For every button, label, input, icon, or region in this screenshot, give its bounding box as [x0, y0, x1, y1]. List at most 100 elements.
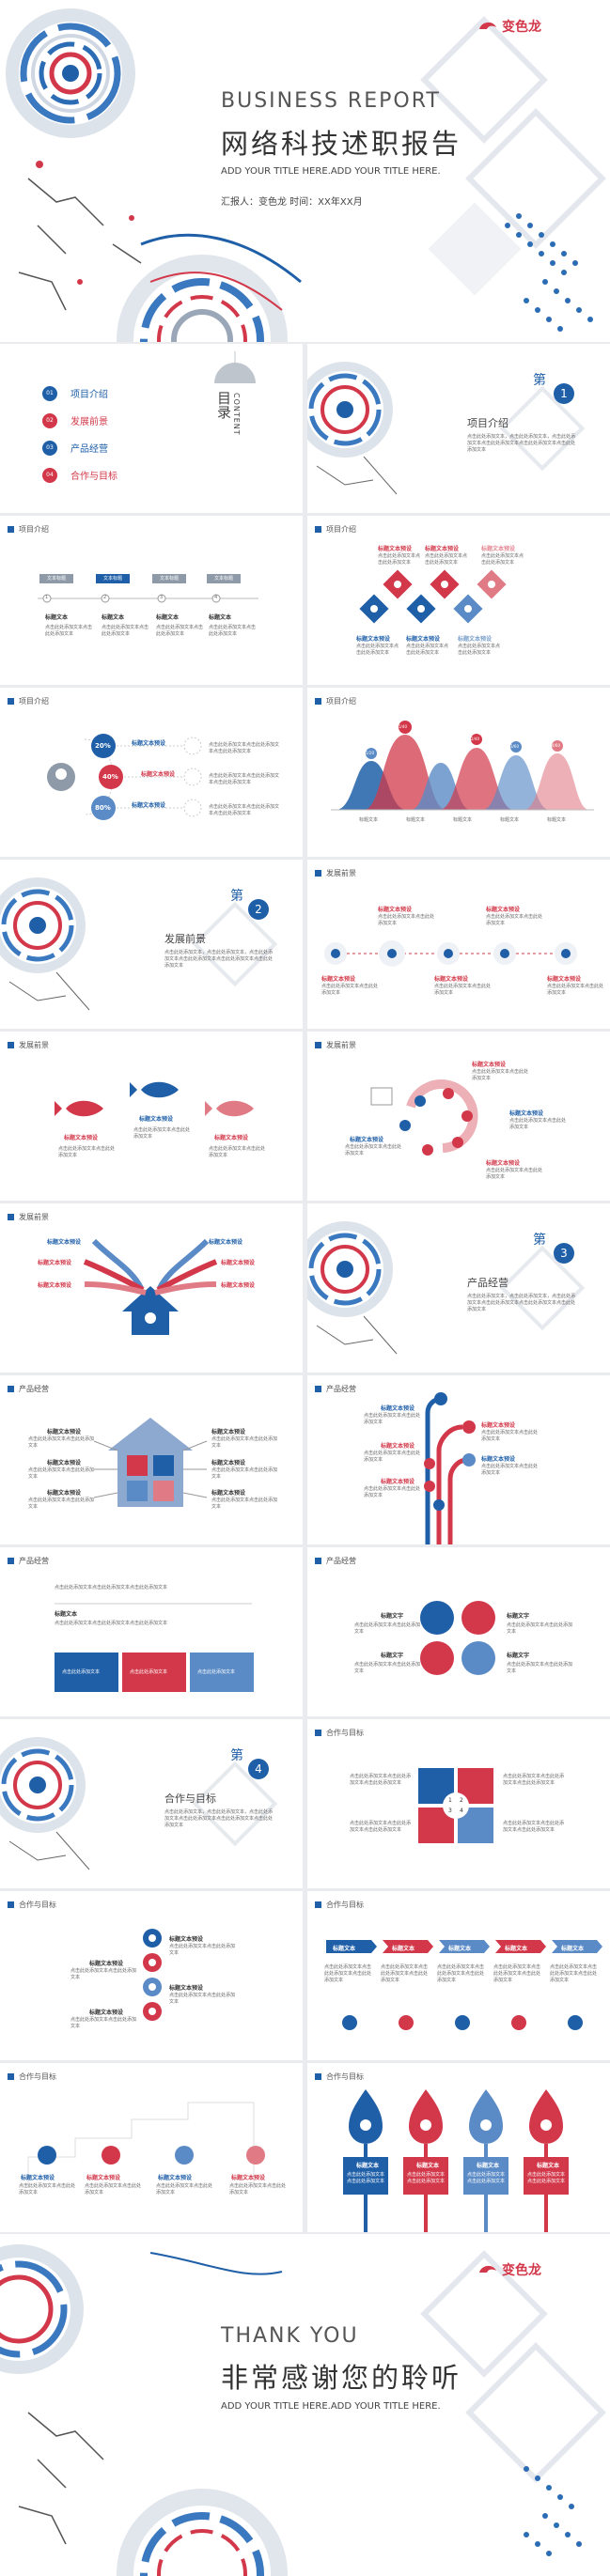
item-title: 标题文本预设 [211, 1490, 246, 1497]
item-title: 标题文本预设 [21, 2175, 55, 2181]
item-body: 点击此处添加文本点击此处添加文本 [507, 1662, 573, 1674]
item-title: 标题文本预设 [132, 740, 166, 747]
item-body: 点击此处添加文本点击此处添加文本 [70, 2017, 137, 2029]
item-title: 标题文本预设 [211, 1460, 246, 1466]
item-body: 点击此处添加文本点击此处添加文本 [507, 1622, 573, 1635]
item-title: 标题文本预设 [47, 1429, 82, 1435]
feature-box [122, 1653, 186, 1692]
logo-text: 变色龙 [502, 20, 541, 35]
header-square-icon [315, 1558, 321, 1564]
toc-num: 03 [42, 440, 57, 456]
banner-label: 标题文本 [333, 1946, 356, 1952]
item-body: 点击此处添加文本点击此处添加文本 [458, 644, 501, 656]
toc-title-en: CONTENT [232, 393, 241, 436]
item-body: 点击此处添加文本点击此处添加文本 [547, 984, 604, 996]
item-body: 点击此处添加文本点击此处添加文本 [378, 553, 421, 566]
cover-slide: 变色龙 BUSINESS REPORT 网络科技述职报告 ADD YOUR TI… [0, 0, 610, 342]
item-body: 点击此处添加文本点击此处添加文本点击此处添加文本 [209, 804, 280, 816]
item-body: 点击此处添加文本点击此处添加文本点击此处添加文本 [493, 1964, 541, 1983]
timeline-marker: 4 [214, 595, 218, 600]
arrows-slide: 发展前景 标题文本预设 标题文本预设 标题文本预设 标题文本预设 标题文本预设 … [0, 1203, 303, 1373]
item-title: 标题文本预设 [406, 636, 441, 643]
item-title: 标题文本 [102, 614, 125, 621]
chameleon-logo-icon [479, 22, 496, 29]
header-square-icon [315, 2073, 321, 2080]
item-body: 点击此处添加文本点击此处添加文本 [28, 1467, 95, 1480]
puzzle-num: 2 [460, 1797, 463, 1804]
item-body: 点击此处添加文本点击此处添加文本 [169, 1993, 236, 2005]
item-title: 标题文本预设 [231, 2175, 266, 2181]
section-3-slide: 第 3 产品经营 点击此处添加文本，点击此处添加文本，点击此处添加文本点击此处添… [307, 1203, 610, 1373]
hill-label: 标题文本 [547, 817, 567, 823]
item-body: 点击此处添加文本点击此处添加文本 [345, 1144, 402, 1156]
slide-header: 合作与目标 [8, 1900, 56, 1910]
circle-graphic [370, 1079, 478, 1156]
item-body: 点击此处添加文本点击此处添加文本 [28, 1436, 95, 1449]
banner-label: 标题文本 [561, 1946, 585, 1952]
section-title: 发展前景 [164, 933, 206, 945]
feature-box [55, 1653, 118, 1692]
section-1-slide: 第 1 项目介绍 点击此处添加文本，点击此处添加文本，点击此处添加文本点击此处添… [307, 344, 610, 513]
section-prefix: 第 [533, 1233, 546, 1248]
slide-header: 产品经营 [315, 1556, 356, 1566]
item-body: 点击此处添加文本点击此处添加文本点击此处添加文本 [209, 773, 280, 785]
drop-body: 点击此处添加文本点击此处添加文本 [467, 2172, 506, 2184]
section-title: 产品经营 [467, 1277, 508, 1289]
item-title: 标题文本预设 [350, 1137, 384, 1143]
item-body: 点击此处添加文本点击此处添加文本 [85, 2183, 142, 2196]
intro-text: 点击此处添加文本点击此处添加文本点击此处添加文本 [55, 1585, 168, 1591]
item-title: 标题文本预设 [378, 907, 413, 913]
puzzle-slide: 合作与目标 1 2 3 4 点击此处添加文本点击此处添加文本点击此处添加文本 点… [307, 1719, 610, 1888]
toc-num: 01 [42, 385, 57, 401]
section-number-badge: 3 [554, 1243, 574, 1264]
item-body: 点击此处添加文本点击此处添加文本 [102, 625, 149, 637]
brand-logo: 变色龙 [477, 2260, 541, 2279]
item-body: 点击此处添加文本点击此处添加文本 [406, 644, 449, 656]
section-body: 点击此处添加文本，点击此处添加文本，点击此处添加文本点击此处添加文本点击此处添加… [164, 1809, 274, 1828]
toc-label: 发展前景 [70, 417, 108, 427]
slide-header: 合作与目标 [8, 2072, 56, 2082]
feature-box [190, 1653, 254, 1692]
banner-label: 标题文本 [505, 1946, 528, 1952]
slide-header: 项目介绍 [8, 696, 49, 706]
circle-slide: 发展前景 标题文本预设 点击此处添加文本点击此处添加文本 标题文本预设 点击此处… [307, 1032, 610, 1201]
house-slide: 产品经营 标题文本预设 标题文本预设 标题文本预设 点击此处添加文本点击此处添加… [0, 1375, 303, 1544]
hill-tag: 2/40 [471, 737, 479, 741]
drop-body: 点击此处添加文本点击此处添加文本 [527, 2172, 566, 2184]
timeline-pill: 文本标题 [152, 574, 186, 583]
item-title: 标题文本预设 [481, 546, 516, 552]
four-circles-graphic [420, 1601, 495, 1675]
header-square-icon [8, 1558, 14, 1564]
item-title: 标题文本预设 [221, 1260, 256, 1266]
item-title: 标题文本预设 [458, 636, 493, 643]
item-title: 标题文本预设 [214, 1135, 249, 1141]
hill-tag: 4/60 [552, 743, 560, 748]
timeline-marker: 3 [160, 595, 164, 600]
item-body: 点击此处添加文本点击此处添加文本 [169, 1944, 236, 1956]
item-title: 标题文本预设 [321, 976, 356, 983]
item-title: 标题文本预设 [169, 1936, 204, 1943]
item-body: 点击此处添加文本点击此处添加文本 [481, 1430, 539, 1442]
drop-label: 标题文本 [356, 2163, 380, 2169]
item-title: 标题文字 [381, 1613, 404, 1620]
hill-label: 标题文本 [406, 817, 426, 823]
box-text: 点击此处添加文本 [197, 1669, 236, 1675]
item-title: 标题文本预设 [381, 1443, 415, 1450]
section-4-slide: 第 4 合作与目标 点击此处添加文本，点击此处添加文本，点击此处添加文本点击此处… [0, 1719, 303, 1888]
slide-header: 发展前景 [315, 868, 356, 878]
cover-subtitle: ADD YOUR TITLE HERE.ADD YOUR TITLE HERE. [221, 166, 441, 177]
timeline-pill: 文本标题 [207, 574, 241, 583]
item-title: 标题文本预设 [38, 1260, 72, 1266]
thanks-title-en: THANK YOU [221, 2324, 359, 2348]
slide-header: 产品经营 [8, 1556, 49, 1566]
percent-label: 80% [95, 804, 111, 812]
boxes-graphic [55, 1603, 252, 1605]
percent-label: 20% [95, 742, 111, 750]
drop-label: 标题文本 [537, 2163, 560, 2169]
section-number-badge: 1 [554, 383, 574, 404]
item-body: 点击此处添加文本点击此处添加文本 [434, 984, 492, 996]
